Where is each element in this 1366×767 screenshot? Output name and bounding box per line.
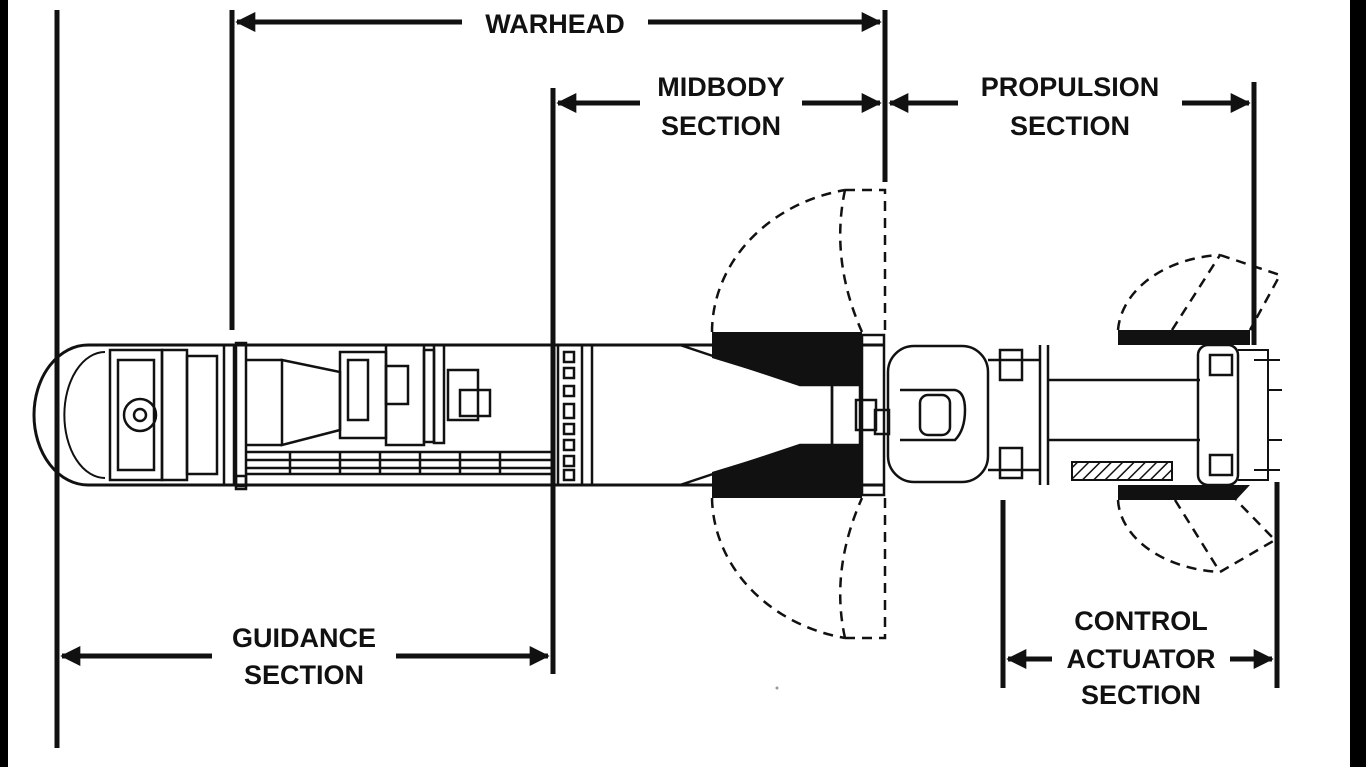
label-actuator-line3: SECTION	[1081, 680, 1201, 710]
hatched-propellant	[1071, 461, 1173, 481]
label-midbody-line1: MIDBODY	[657, 72, 785, 102]
label-guidance-line1: GUIDANCE	[232, 623, 376, 653]
actuator-tail	[1238, 349, 1282, 481]
tail-fin-top	[1118, 330, 1250, 345]
propulsion-motor	[873, 343, 1240, 487]
tail-fins-deployed	[1116, 253, 1282, 574]
label-propulsion-line2: SECTION	[1010, 111, 1130, 141]
label-guidance-line2: SECTION	[244, 660, 364, 690]
dimension-arrows	[60, 12, 1274, 669]
label-midbody-line2: SECTION	[661, 111, 781, 141]
nose-dome	[32, 343, 110, 487]
section-labels: WARHEAD MIDBODY SECTION PROPULSION SECTI…	[232, 9, 1216, 710]
section-boundary-lines	[54, 10, 1280, 748]
seeker-assembly	[108, 341, 553, 491]
label-actuator-line1: CONTROL	[1074, 606, 1207, 636]
warhead-precursor	[556, 345, 594, 485]
label-warhead: WARHEAD	[485, 9, 625, 39]
midbody-wings	[710, 188, 887, 640]
tail-fin-bottom	[1118, 485, 1250, 500]
missile-body	[32, 188, 1282, 690]
seeker-lens	[122, 397, 158, 433]
nose-inner	[63, 351, 106, 479]
label-propulsion-line1: PROPULSION	[981, 72, 1160, 102]
label-actuator-line2: ACTUATOR	[1067, 644, 1216, 674]
main-charge	[679, 332, 886, 498]
